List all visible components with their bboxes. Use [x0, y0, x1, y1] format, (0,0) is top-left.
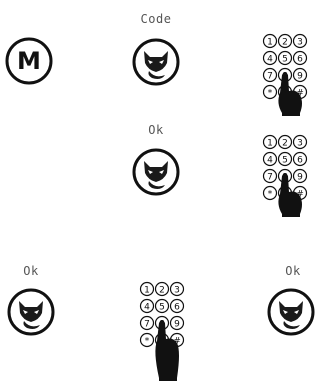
ok-label-middle: Ok [141, 123, 171, 137]
keypad-key: 6 [171, 300, 184, 313]
keypad-with-finger-icon: 123456789*0# [262, 33, 316, 119]
keypad-key: 9 [171, 317, 184, 330]
keypad-with-finger-icon: 123456789*0# [139, 281, 193, 384]
svg-text:6: 6 [174, 303, 180, 313]
keypad-2[interactable]: 123456789*0# [262, 134, 316, 220]
svg-text:M: M [17, 47, 41, 75]
svg-text:*: * [268, 89, 273, 99]
keypad-key: 3 [171, 283, 184, 296]
keypad-key: 7 [264, 69, 277, 82]
keypad-key: 2 [279, 35, 292, 48]
keypad-key: 5 [279, 52, 292, 65]
svg-text:7: 7 [144, 320, 150, 330]
svg-text:6: 6 [297, 55, 303, 65]
svg-text:1: 1 [267, 139, 273, 149]
keypad-key: 3 [294, 136, 307, 149]
keypad-key: 2 [279, 136, 292, 149]
fox-logo-icon [6, 287, 56, 337]
keypad-key: 9 [294, 170, 307, 183]
svg-text:4: 4 [267, 156, 273, 166]
fox-logo-icon [131, 37, 181, 87]
fox-button-3[interactable] [6, 287, 56, 337]
keypad-key: 4 [141, 300, 154, 313]
svg-text:4: 4 [144, 303, 150, 313]
svg-text:*: * [145, 337, 150, 347]
keypad-key: 6 [294, 52, 307, 65]
keypad-key: 1 [264, 136, 277, 149]
ok-label-right: Ok [278, 264, 308, 278]
svg-text:3: 3 [297, 38, 303, 48]
keypad-key: 3 [294, 35, 307, 48]
svg-text:2: 2 [159, 286, 165, 296]
keypad-key: * [264, 86, 277, 99]
fox-logo-icon [131, 147, 181, 197]
svg-text:7: 7 [267, 72, 273, 82]
svg-text:5: 5 [282, 156, 288, 166]
fox-button-1[interactable] [131, 37, 181, 87]
svg-text:3: 3 [174, 286, 180, 296]
code-label: Code [133, 12, 179, 26]
keypad-key: 4 [264, 153, 277, 166]
svg-text:2: 2 [282, 139, 288, 149]
keypad-key: 7 [264, 170, 277, 183]
svg-text:4: 4 [267, 55, 273, 65]
keypad-3[interactable]: 123456789*0# [139, 281, 193, 384]
svg-text:3: 3 [297, 139, 303, 149]
keypad-key: * [141, 334, 154, 347]
svg-text:9: 9 [174, 320, 180, 330]
svg-text:9: 9 [297, 72, 303, 82]
keypad-key: 5 [279, 153, 292, 166]
svg-text:2: 2 [282, 38, 288, 48]
svg-text:6: 6 [297, 156, 303, 166]
svg-text:5: 5 [159, 303, 165, 313]
fox-logo-icon [266, 287, 316, 337]
menu-key[interactable]: M [4, 36, 54, 86]
fox-button-2[interactable] [131, 147, 181, 197]
keypad-with-finger-icon: 123456789*0# [262, 134, 316, 220]
keypad-key: * [264, 187, 277, 200]
keypad-key: 5 [156, 300, 169, 313]
svg-text:7: 7 [267, 173, 273, 183]
keypad-key: 1 [141, 283, 154, 296]
fox-button-4[interactable] [266, 287, 316, 337]
svg-text:9: 9 [297, 173, 303, 183]
keypad-key: 2 [156, 283, 169, 296]
svg-text:5: 5 [282, 55, 288, 65]
svg-text:1: 1 [144, 286, 150, 296]
keypad-key: 6 [294, 153, 307, 166]
keypad-key: 9 [294, 69, 307, 82]
svg-text:1: 1 [267, 38, 273, 48]
keypad-key: 1 [264, 35, 277, 48]
keypad-key: 7 [141, 317, 154, 330]
ok-label-left: Ok [16, 264, 46, 278]
keypad-1[interactable]: 123456789*0# [262, 33, 316, 119]
keypad-key: 4 [264, 52, 277, 65]
svg-text:*: * [268, 190, 273, 200]
menu-key-icon: M [4, 36, 54, 86]
